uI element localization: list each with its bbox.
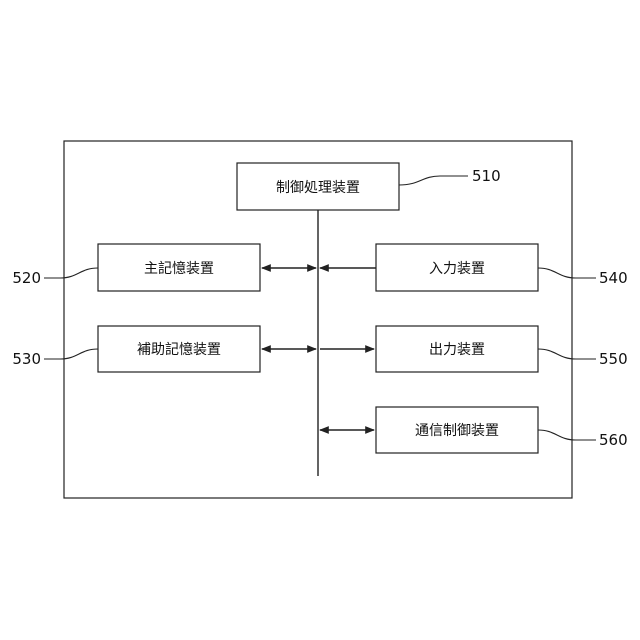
aux-memory-ref: 530 [12, 350, 41, 368]
aux-memory: 補助記憶装置 [98, 326, 260, 372]
main-memory: 主記憶装置 [98, 244, 260, 291]
input-device-ref: 540 [599, 269, 628, 287]
input-device-leader [538, 268, 596, 278]
comm-controller: 通信制御装置 [376, 407, 538, 453]
control-unit-leader [399, 176, 468, 185]
output-device: 出力装置 [376, 326, 538, 372]
comm-controller-ref: 560 [599, 431, 628, 449]
control-unit-label: 制御処理装置 [276, 180, 360, 196]
control-unit: 制御処理装置 [237, 163, 399, 210]
output-device-ref: 550 [599, 350, 628, 368]
main-memory-leader [44, 268, 98, 278]
control-unit-ref: 510 [472, 167, 501, 185]
comm-controller-label: 通信制御装置 [415, 423, 499, 439]
aux-memory-leader [44, 349, 98, 359]
output-device-label: 出力装置 [429, 342, 485, 358]
comm-controller-leader [538, 430, 596, 440]
input-device: 入力装置 [376, 244, 538, 291]
main-memory-ref: 520 [12, 269, 41, 287]
main-memory-label: 主記憶装置 [144, 260, 214, 277]
output-device-leader [538, 349, 596, 359]
aux-memory-label: 補助記憶装置 [137, 341, 221, 358]
input-device-label: 入力装置 [429, 261, 485, 277]
